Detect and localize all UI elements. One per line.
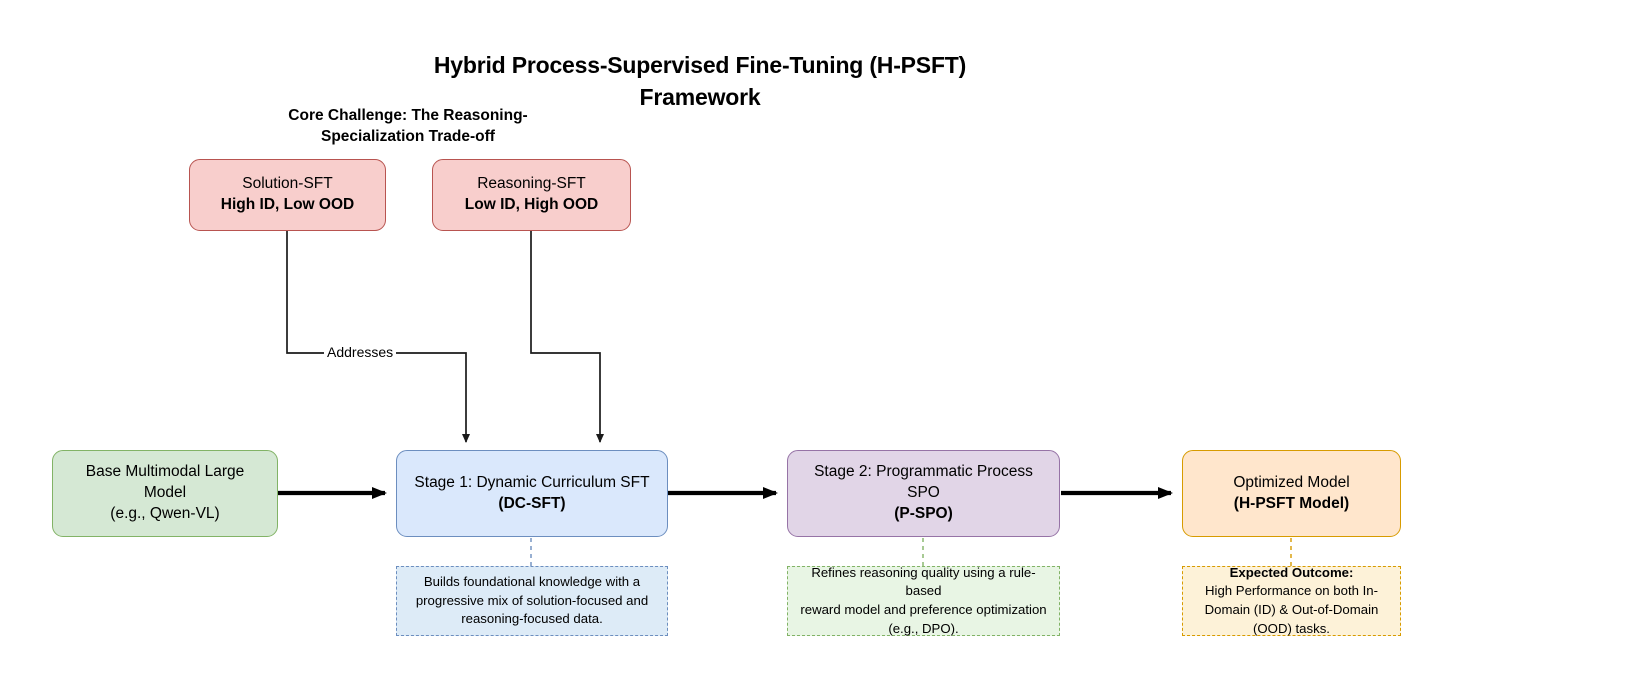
note-outcome-line3: (OOD) tasks.	[1253, 620, 1330, 636]
node-stage-1-line2: (DC-SFT)	[498, 494, 566, 512]
wire-reasoning-to-stage1	[530, 231, 604, 443]
note-stage-1-line3: reasoning-focused data.	[461, 611, 603, 627]
note-outcome-line1: High Performance on both In-	[1205, 583, 1378, 599]
node-reasoning-sft[interactable]: Reasoning-SFT Low ID, High OOD	[432, 159, 631, 231]
node-stage-1[interactable]: Stage 1: Dynamic Curriculum SFT (DC-SFT)	[396, 450, 668, 537]
node-base-model-line1: Base Multimodal Large	[85, 463, 245, 481]
node-base-model[interactable]: Base Multimodal Large Model (e.g., Qwen-…	[52, 450, 278, 537]
note-stage-2: Refines reasoning quality using a rule-b…	[787, 564, 1060, 636]
note-outcome-line2: Domain (ID) & Out-of-Domain	[1204, 602, 1379, 617]
node-stage-1-line1: Stage 1: Dynamic Curriculum SFT	[414, 473, 650, 491]
node-reasoning-sft-line2: Low ID, High OOD	[464, 196, 599, 213]
node-base-model-line3: (e.g., Qwen-VL)	[110, 504, 220, 522]
node-stage-2-line1: Stage 2: Programmatic Process	[814, 463, 1033, 481]
node-solution-sft-line2: High ID, Low OOD	[220, 196, 355, 213]
node-stage-2[interactable]: Stage 2: Programmatic Process SPO (P-SPO…	[787, 450, 1060, 537]
note-stage-2-line3: (e.g., DPO).	[888, 620, 959, 636]
node-optimized-model-line2: (H-PSFT Model)	[1233, 494, 1350, 512]
node-reasoning-sft-line1: Reasoning-SFT	[477, 175, 586, 193]
node-optimized-model-line1: Optimized Model	[1233, 473, 1350, 491]
wire-solution-to-stage1	[286, 231, 470, 443]
node-optimized-model[interactable]: Optimized Model (H-PSFT Model)	[1182, 450, 1401, 537]
node-stage-2-line2: SPO	[907, 484, 940, 502]
note-stage-1: Builds foundational knowledge with a pro…	[396, 566, 668, 636]
node-solution-sft[interactable]: Solution-SFT High ID, Low OOD	[189, 159, 386, 231]
edge-label-addresses: Addresses	[324, 344, 397, 360]
core-challenge-heading: Core Challenge: The Reasoning-Specializa…	[288, 107, 528, 145]
note-outcome-heading: Expected Outcome:	[1229, 564, 1354, 580]
note-stage-1-line2: progressive mix of solution-focused and	[415, 592, 649, 608]
note-outcome: Expected Outcome: High Performance on bo…	[1182, 564, 1401, 636]
node-base-model-line2: Model	[143, 484, 187, 502]
node-stage-2-line3: (P-SPO)	[894, 504, 953, 522]
note-stage-2-line1: Refines reasoning quality using a rule-b…	[811, 564, 1036, 599]
page-title: Hybrid Process-Supervised Fine-Tuning (H…	[433, 52, 967, 110]
note-stage-1-line1: Builds foundational knowledge with a	[423, 573, 641, 589]
node-solution-sft-line1: Solution-SFT	[242, 175, 333, 193]
note-stage-2-line2: reward model and preference optimization	[800, 602, 1047, 617]
